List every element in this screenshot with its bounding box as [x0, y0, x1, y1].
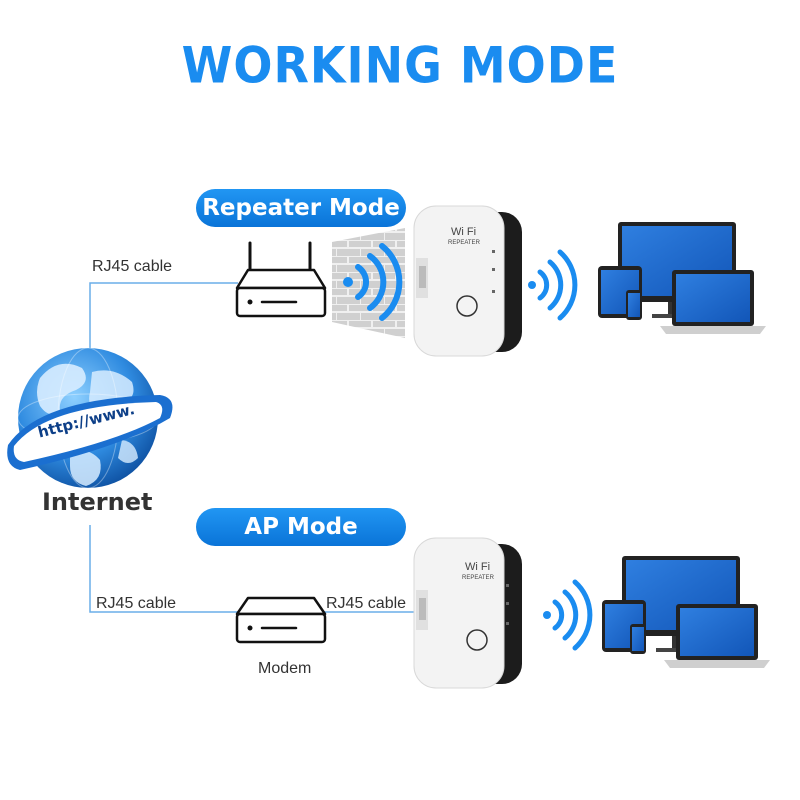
ap-cable-right-label: RJ45 cable — [326, 595, 407, 612]
repeater-mode-badge: Repeater Mode — [196, 189, 406, 227]
device-model-bottom: REPEATER — [462, 575, 494, 581]
page-title: WORKING MODE — [181, 35, 619, 95]
ap-cable-left-label: RJ45 cable — [96, 595, 177, 612]
device-model-top: REPEATER — [448, 240, 480, 246]
internet-label: Internet — [42, 488, 153, 516]
repeater-cable-label: RJ45 cable — [92, 258, 173, 275]
device-brand-top: Wi Fi — [451, 226, 477, 238]
modem-label: Modem — [258, 660, 312, 677]
device-brand-bottom: Wi Fi — [465, 561, 491, 573]
ap-mode-badge: AP Mode — [196, 508, 406, 546]
